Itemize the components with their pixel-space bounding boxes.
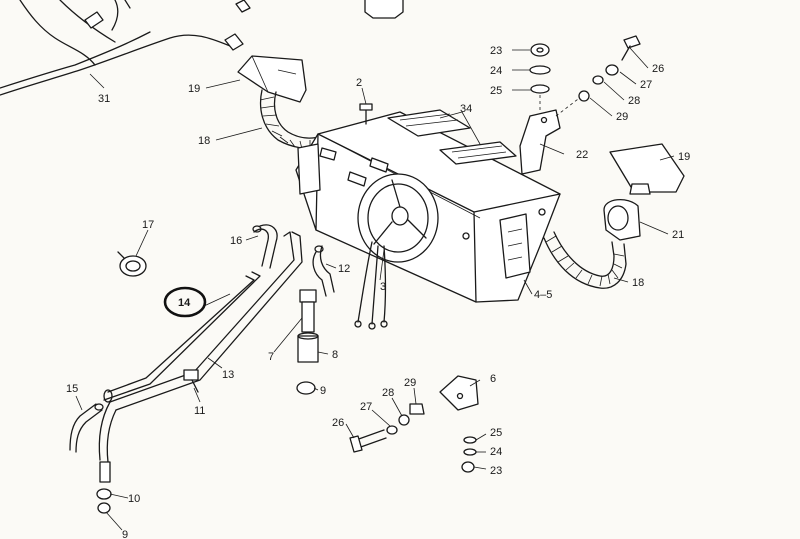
- callout-17: 17: [142, 219, 154, 231]
- callout-9-bottom: 9: [122, 529, 128, 539]
- callout-13: 13: [222, 369, 234, 381]
- callout-16: 16: [230, 235, 242, 247]
- callout-28-top: 28: [628, 95, 640, 107]
- bracket-6: [439, 375, 479, 411]
- callout-14: 14: [178, 297, 191, 309]
- callout-24-bottom: 24: [490, 446, 502, 458]
- callout-29-top: 29: [616, 111, 628, 123]
- callout-3: 3: [380, 281, 386, 293]
- callout-27-top: 27: [640, 79, 652, 91]
- wiring-harness: [0, 0, 251, 96]
- callout-7: 7: [268, 351, 274, 363]
- callout-28-bottom: 28: [382, 387, 394, 399]
- callout-8: 8: [332, 349, 338, 361]
- callout-26-top: 26: [652, 63, 664, 75]
- callout-19-right: 19: [678, 151, 690, 163]
- callout-34: 34: [460, 103, 472, 115]
- callout-26-bottom: 26: [332, 417, 344, 429]
- highlight-circle-14: [163, 286, 207, 318]
- callout-27-bottom: 27: [360, 401, 372, 413]
- callout-19-left: 19: [188, 83, 200, 95]
- fitting-10: [96, 461, 112, 514]
- right-duct-assembly: [543, 143, 685, 289]
- callout-9-center: 9: [320, 385, 326, 397]
- callout-12: 12: [338, 263, 350, 275]
- hose-16: [252, 224, 278, 269]
- callout-31: 31: [98, 93, 110, 105]
- stud-2: [359, 103, 373, 125]
- callout-21: 21: [672, 229, 684, 241]
- callout-24-top: 24: [490, 65, 502, 77]
- callout-23-bottom: 23: [490, 465, 502, 477]
- callout-11: 11: [194, 405, 205, 417]
- callout-25-bottom: 25: [490, 427, 502, 439]
- callout-18-right: 18: [632, 277, 644, 289]
- hardware-stack-bottom: [349, 403, 477, 473]
- callout-labels: 31 19 18 2 34 22 19 21 18 4–5 23 24 25 2…: [66, 45, 690, 539]
- callout-22: 22: [576, 149, 588, 161]
- hardware-stack-top: [529, 35, 641, 102]
- leader-lines: [75, 47, 675, 531]
- left-duct-assembly: [237, 55, 323, 150]
- callout-6: 6: [490, 373, 496, 385]
- callout-29-bottom: 29: [404, 377, 416, 389]
- bracket-22: [519, 90, 583, 175]
- pipe-15: [69, 403, 104, 453]
- callout-25-top: 25: [490, 85, 502, 97]
- heater-box: [295, 109, 561, 330]
- callout-23-top: 23: [490, 45, 502, 57]
- heater-pipes-13: [98, 231, 303, 463]
- hose-clamp-17: [117, 251, 147, 277]
- callout-18-left: 18: [198, 135, 210, 147]
- callout-15: 15: [66, 383, 78, 395]
- callout-2: 2: [356, 77, 362, 89]
- callout-10: 10: [128, 493, 140, 505]
- hose-12: [312, 245, 335, 297]
- callout-4-5: 4–5: [534, 289, 552, 301]
- control-valve: [296, 289, 319, 395]
- top-bracket: [364, 0, 404, 19]
